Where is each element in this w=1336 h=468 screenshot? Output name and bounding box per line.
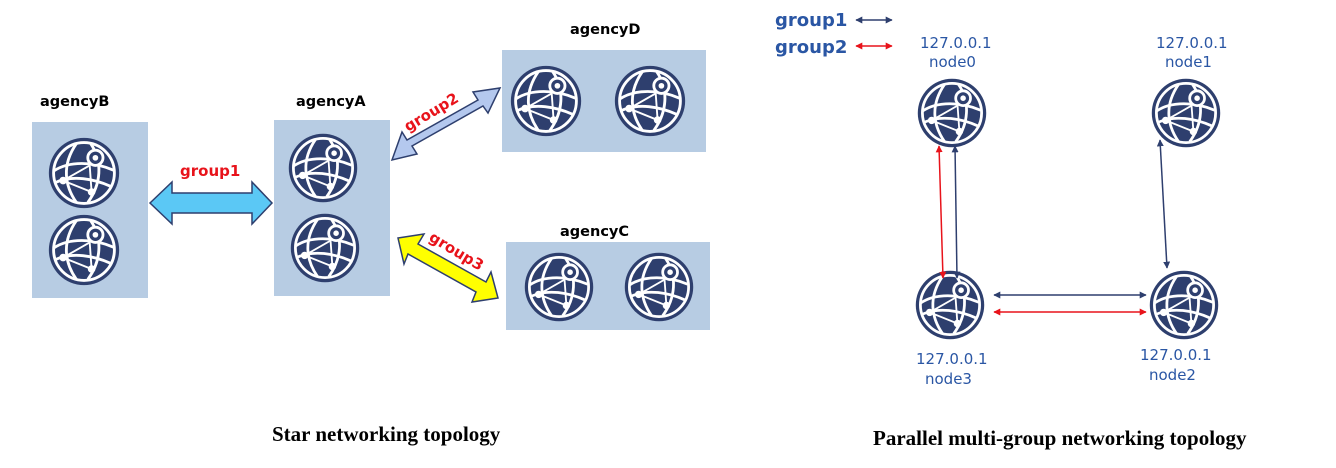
globe-network-icon bbox=[47, 136, 121, 210]
node3: 127.0.0.1 node3 bbox=[914, 269, 988, 388]
node1-name: node1 bbox=[1165, 53, 1212, 71]
star-topology: agencyB agencyA agencyD agencyC bbox=[32, 22, 710, 446]
legend-group2-label: group2 bbox=[775, 37, 847, 58]
node1-ip: 127.0.0.1 bbox=[1156, 34, 1228, 52]
globe-network-icon bbox=[916, 77, 988, 149]
node0-node3-group2-arrow bbox=[935, 145, 947, 279]
node0-name: node0 bbox=[929, 53, 976, 71]
globe-network-icon bbox=[613, 64, 687, 138]
agency-d-title: agencyD bbox=[570, 22, 640, 38]
globe-network-icon bbox=[287, 132, 359, 204]
globe-network-icon bbox=[523, 251, 595, 323]
star-caption: Star networking topology bbox=[272, 422, 501, 446]
globe-network-icon bbox=[1148, 269, 1220, 341]
node2-name: node2 bbox=[1149, 366, 1196, 384]
globe-network-icon bbox=[509, 64, 583, 138]
node0-node3-group1-arrow bbox=[951, 145, 961, 279]
group1-label: group1 bbox=[180, 162, 240, 180]
globe-network-icon bbox=[623, 251, 695, 323]
group2-link: group2 bbox=[390, 87, 502, 162]
agency-c-title: agencyC bbox=[560, 224, 629, 240]
node3-name: node3 bbox=[925, 370, 972, 388]
group3-link: group3 bbox=[397, 228, 499, 303]
globe-network-icon bbox=[1150, 77, 1222, 149]
connections bbox=[935, 139, 1171, 316]
node1: 127.0.0.1 node1 bbox=[1150, 34, 1228, 149]
globe-network-icon bbox=[289, 212, 361, 284]
agency-a-title: agencyA bbox=[296, 94, 366, 110]
legend: group1 group2 bbox=[775, 10, 893, 58]
node1-node2-group1-arrow bbox=[1156, 139, 1171, 269]
double-arrow-icon bbox=[397, 233, 499, 303]
agency-b-title: agencyB bbox=[40, 94, 109, 110]
agency-a: agencyA bbox=[274, 94, 390, 296]
node2-ip: 127.0.0.1 bbox=[1140, 346, 1212, 364]
node3-ip: 127.0.0.1 bbox=[916, 350, 988, 368]
legend-group1-label: group1 bbox=[775, 10, 847, 31]
agency-c: agencyC bbox=[506, 224, 710, 330]
node0-ip: 127.0.0.1 bbox=[920, 34, 992, 52]
double-arrow-icon bbox=[390, 87, 502, 162]
parallel-topology: group1 group2 127.0.0.1 node0 127.0.0.1 … bbox=[775, 10, 1247, 450]
node0: 127.0.0.1 node0 bbox=[916, 34, 992, 149]
agency-d: agencyD bbox=[502, 22, 706, 152]
agency-b: agencyB bbox=[32, 94, 148, 298]
parallel-caption: Parallel multi-group networking topology bbox=[873, 426, 1247, 450]
double-arrow-icon bbox=[148, 180, 274, 226]
node2: 127.0.0.1 node2 bbox=[1140, 269, 1220, 384]
globe-network-icon bbox=[47, 213, 121, 287]
globe-network-icon bbox=[914, 269, 986, 341]
group1-link: group1 bbox=[148, 162, 274, 226]
